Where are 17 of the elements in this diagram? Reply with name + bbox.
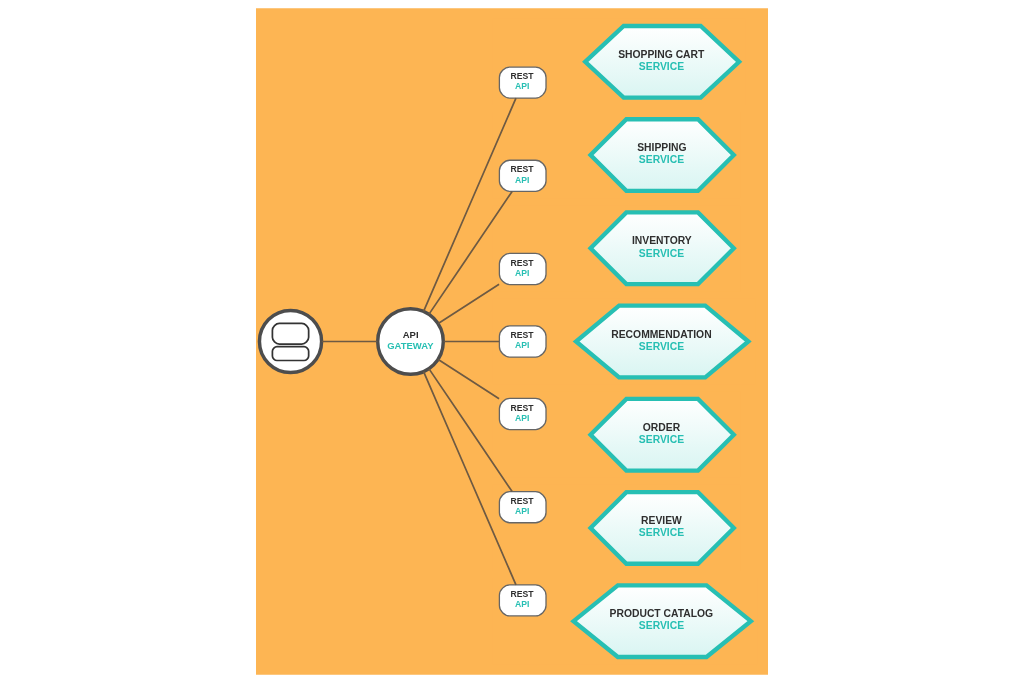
connector bbox=[422, 97, 517, 313]
node-person bbox=[257, 308, 324, 375]
node-box: REST API bbox=[498, 397, 547, 431]
node-box: REST API bbox=[498, 325, 547, 358]
node-box: REST API bbox=[498, 252, 547, 286]
node-box: REST API bbox=[498, 491, 547, 524]
connector bbox=[437, 283, 500, 325]
connector bbox=[428, 368, 513, 493]
connector bbox=[437, 358, 500, 400]
node-box: REST API bbox=[498, 584, 547, 617]
connector bbox=[422, 370, 517, 586]
node-box: REST API bbox=[498, 66, 547, 99]
connector bbox=[442, 340, 500, 343]
connector bbox=[320, 340, 379, 343]
node-box: REST API bbox=[498, 159, 547, 192]
connector bbox=[428, 190, 513, 315]
node-circle: API GATEWAY bbox=[375, 306, 446, 377]
